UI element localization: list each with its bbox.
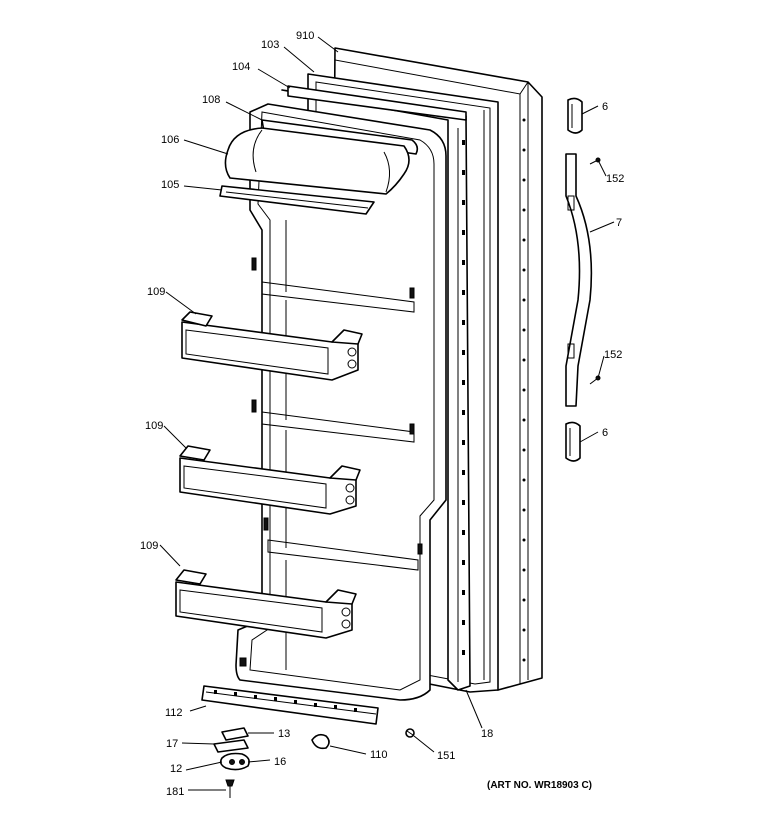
door-stop <box>311 733 330 750</box>
label-108: 108 <box>202 94 220 106</box>
door-bin-bottom <box>175 569 357 639</box>
part-labels: 910 103 104 108 106 105 109 109 109 112 … <box>140 30 624 798</box>
label-16: 16 <box>274 756 286 768</box>
label-152-top: 152 <box>606 173 624 185</box>
screw-151 <box>405 728 415 738</box>
label-105: 105 <box>161 179 179 191</box>
door-bin-middle <box>179 445 361 515</box>
label-18: 18 <box>481 728 493 740</box>
label-6-top: 6 <box>602 101 608 113</box>
handle-cap-top <box>567 97 583 134</box>
door-bin-top <box>181 311 363 381</box>
label-910: 910 <box>296 30 314 42</box>
label-152-bottom: 152 <box>604 349 622 361</box>
leader-lines <box>159 36 615 791</box>
label-109-top: 109 <box>147 286 165 298</box>
label-17: 17 <box>166 738 178 750</box>
door-liner <box>235 85 471 701</box>
bottom-trim <box>201 685 379 725</box>
label-104: 104 <box>232 61 250 73</box>
label-106: 106 <box>161 134 179 146</box>
label-112: 112 <box>165 707 183 719</box>
art-number: (ART NO. WR18903 C) <box>487 780 592 791</box>
label-181: 181 <box>166 786 184 798</box>
label-110: 110 <box>370 749 388 761</box>
label-7: 7 <box>616 217 622 229</box>
handle-cap-bottom <box>565 421 581 462</box>
label-12: 12 <box>170 763 182 775</box>
label-151: 151 <box>437 750 455 762</box>
label-109-bottom: 109 <box>140 540 158 552</box>
label-6-bottom: 6 <box>602 427 608 439</box>
hinge-hardware <box>213 727 250 798</box>
label-13: 13 <box>278 728 290 740</box>
label-109-middle: 109 <box>145 420 163 432</box>
label-103: 103 <box>261 39 279 51</box>
dairy-compartment <box>219 119 419 215</box>
door-handle <box>565 153 593 407</box>
